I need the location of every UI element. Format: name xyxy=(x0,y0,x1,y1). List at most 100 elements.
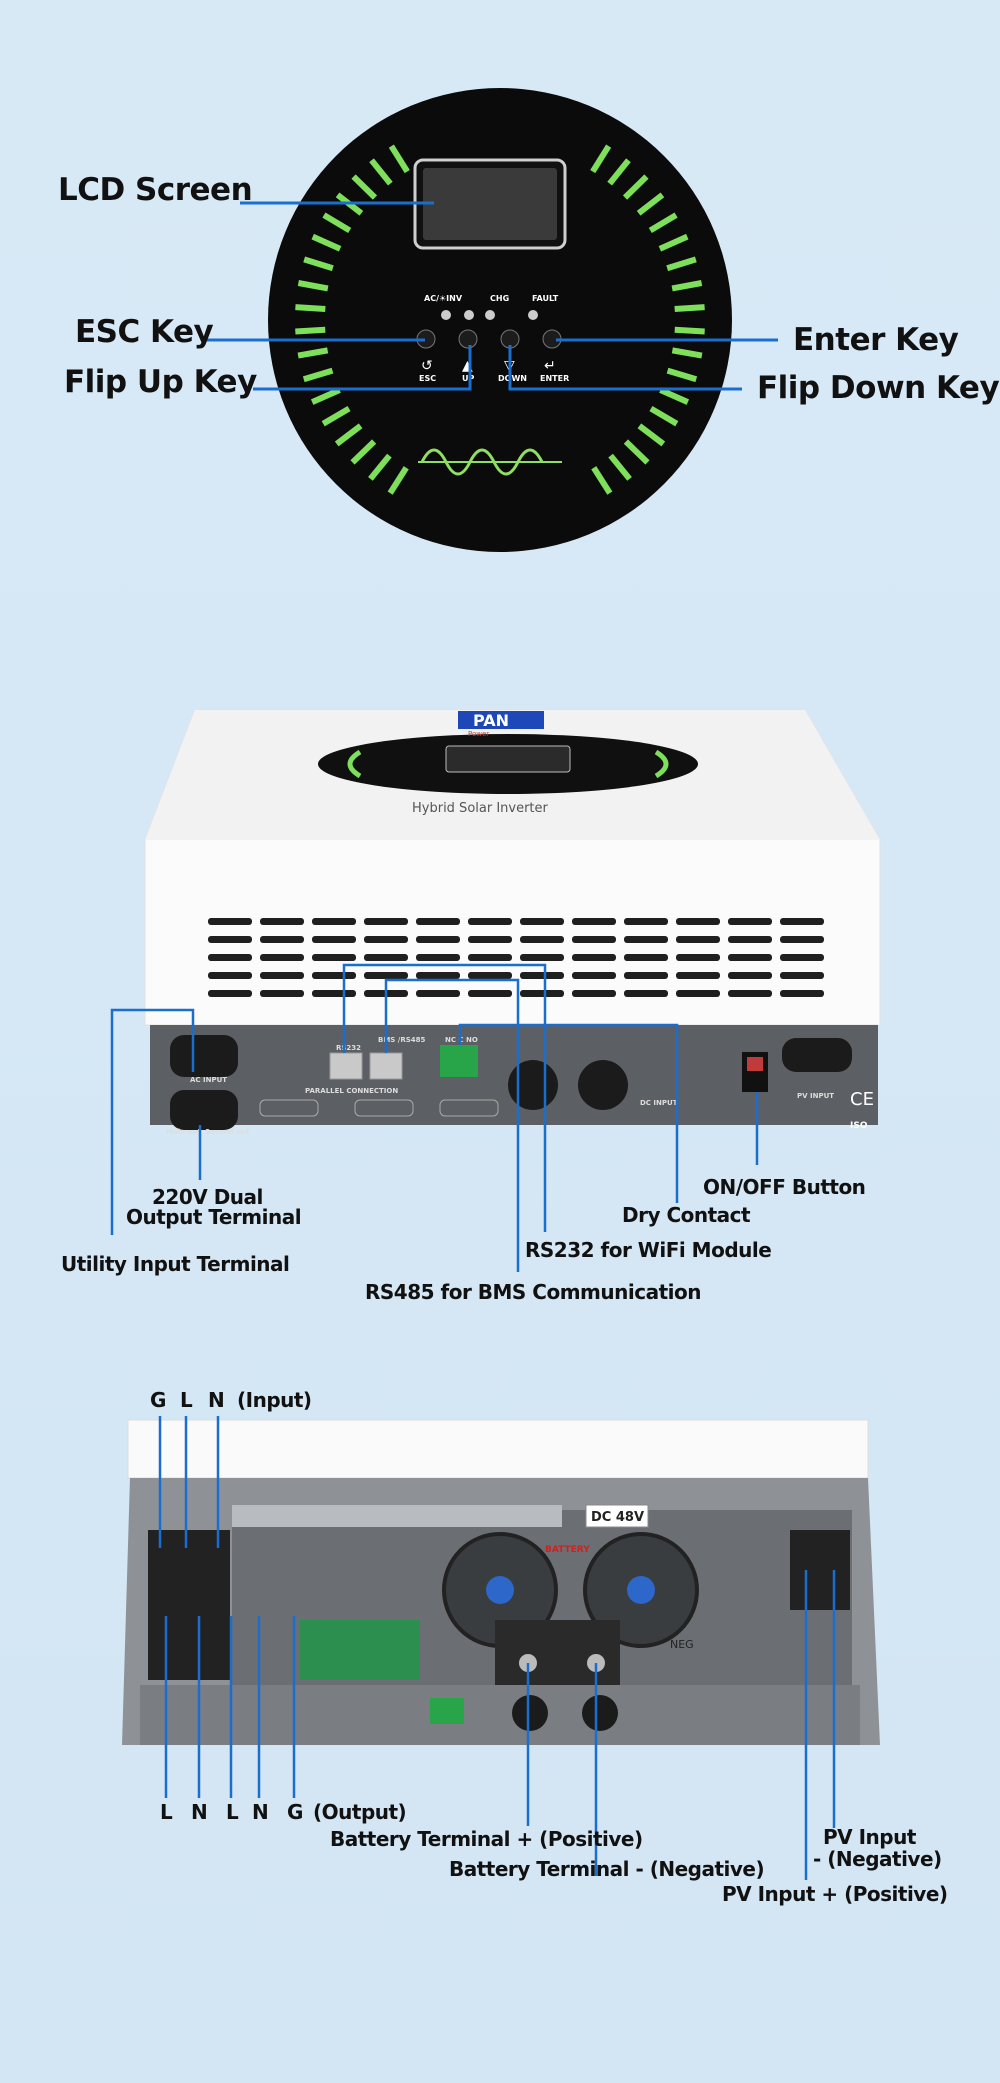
led-segment xyxy=(671,347,703,359)
vent-slot xyxy=(468,954,512,961)
vent-slot xyxy=(416,936,460,943)
vent-grille xyxy=(208,918,824,997)
strip-dry-contact xyxy=(430,1698,464,1724)
round-panel xyxy=(268,88,732,552)
dc-input-socket-negative[interactable] xyxy=(578,1060,628,1110)
ports-callout-lines xyxy=(110,963,759,1272)
panel-callout-lines xyxy=(207,201,778,391)
parallel-connection-label: PARALLEL CONNECTION xyxy=(305,1087,398,1095)
vent-slot xyxy=(624,990,668,997)
vent-slot xyxy=(520,954,564,961)
led-segment xyxy=(295,326,326,335)
fan-hub-left xyxy=(486,1576,514,1604)
led-segment xyxy=(674,304,705,313)
pv-positive-callout: PV Input + (Positive) xyxy=(722,1882,948,1906)
vent-slot xyxy=(468,972,512,979)
ac-output-socket[interactable] xyxy=(170,1090,238,1130)
vent-slot xyxy=(676,936,720,943)
sine-wave-icon xyxy=(420,448,544,476)
led-segment xyxy=(591,466,613,495)
pv-input-port-label: PV INPUT xyxy=(797,1092,834,1100)
led-segment xyxy=(388,144,410,174)
rs232-port-label: RS232 xyxy=(336,1044,361,1052)
led-segment xyxy=(659,387,690,405)
dc-input-socket-positive[interactable] xyxy=(508,1060,558,1110)
pv-input-socket[interactable] xyxy=(782,1038,852,1072)
rs232-callout: RS232 for WiFi Module xyxy=(525,1238,772,1262)
up-arrow-icon: ▲ xyxy=(462,358,473,374)
vent-slot xyxy=(520,990,564,997)
ac-terminal-block xyxy=(148,1530,230,1680)
vent-slot xyxy=(468,918,512,925)
brand-badge xyxy=(458,711,544,729)
led-arc-left xyxy=(347,749,362,779)
vent-slot xyxy=(364,954,408,961)
parallel-port-1[interactable] xyxy=(259,1099,319,1117)
output-letter-n1: N xyxy=(191,1800,208,1824)
vent-slot xyxy=(468,990,512,997)
dry-contact-terminal[interactable] xyxy=(440,1045,478,1077)
indicator-ac-inv-label: AC/☀INV xyxy=(424,294,463,303)
output-letter-n2: N xyxy=(252,1800,269,1824)
internal-bracket xyxy=(232,1505,562,1527)
inverter-internal-drawing: DC 48V BATTERY NEG PV xyxy=(122,1416,880,1880)
strip-socket-1 xyxy=(512,1695,548,1731)
vent-slot xyxy=(208,936,252,943)
bms-rs485-port[interactable] xyxy=(369,1052,403,1080)
rs232-port[interactable] xyxy=(329,1052,363,1080)
led-segment xyxy=(303,256,334,272)
indicator-fault-label: FAULT xyxy=(532,294,559,303)
led-segment xyxy=(648,212,678,233)
led-segment xyxy=(334,423,363,447)
rs485-callout: RS485 for BMS Communication xyxy=(365,1280,701,1304)
led-segment xyxy=(637,423,666,447)
led-segment xyxy=(674,326,705,335)
pv-negative-callout-line1: PV Input xyxy=(823,1825,916,1849)
key-enter-label: ENTER xyxy=(540,374,569,383)
control-panel-section: AC/☀INV CHG FAULT ↺ ▲ ▽ ↵ ESC UP DOWN EN… xyxy=(0,0,1000,560)
utility-input-callout: Utility Input Terminal xyxy=(61,1252,290,1276)
parallel-port-3[interactable] xyxy=(439,1099,499,1117)
led-segment xyxy=(649,405,679,427)
vent-slot xyxy=(624,972,668,979)
bms-port-label: BMS /RS485 xyxy=(378,1036,426,1044)
vent-slot xyxy=(416,918,460,925)
vent-slot xyxy=(260,990,304,997)
lcd-glass xyxy=(423,168,557,240)
indicator-led-ac xyxy=(441,310,451,320)
vent-slot xyxy=(364,936,408,943)
iso-mark: ISO xyxy=(850,1121,868,1131)
vent-slot xyxy=(572,972,616,979)
vent-slot xyxy=(208,990,252,997)
vent-slot xyxy=(260,918,304,925)
parallel-port-2[interactable] xyxy=(354,1099,414,1117)
vent-slot xyxy=(780,954,824,961)
vent-slot xyxy=(364,918,408,925)
front-lcd xyxy=(445,745,571,773)
output-letter-l2: L xyxy=(226,1800,239,1824)
vent-slot xyxy=(312,918,356,925)
vent-slot xyxy=(728,954,772,961)
led-segment xyxy=(311,233,342,252)
dry-contact-port-label: NC C NO xyxy=(445,1036,478,1044)
vent-slot xyxy=(728,936,772,943)
indicator-led-fault xyxy=(528,310,538,320)
dry-contact-callout: Dry Contact xyxy=(622,1203,751,1227)
vent-slot xyxy=(780,990,824,997)
led-segment xyxy=(636,192,665,216)
on-off-rocker[interactable] xyxy=(747,1057,763,1071)
vent-slot xyxy=(208,918,252,925)
vent-slot xyxy=(312,990,356,997)
ac-input-socket[interactable] xyxy=(170,1035,238,1077)
led-segment xyxy=(369,158,393,186)
up-key[interactable] xyxy=(458,329,478,349)
battery-negative-callout: Battery Terminal - (Negative) xyxy=(449,1857,765,1881)
inverter-front-drawing: PAN Power Hybrid Solar Inverter AC INPUT… xyxy=(110,709,881,1272)
on-off-callout: ON/OFF Button xyxy=(703,1175,866,1199)
dc-input-label: DC INPUT xyxy=(640,1099,678,1107)
input-callout: (Input) xyxy=(237,1388,312,1412)
brand-logo-text: PAN xyxy=(473,711,509,730)
vent-slot xyxy=(364,972,408,979)
vent-slot xyxy=(520,918,564,925)
led-segment xyxy=(302,367,334,383)
